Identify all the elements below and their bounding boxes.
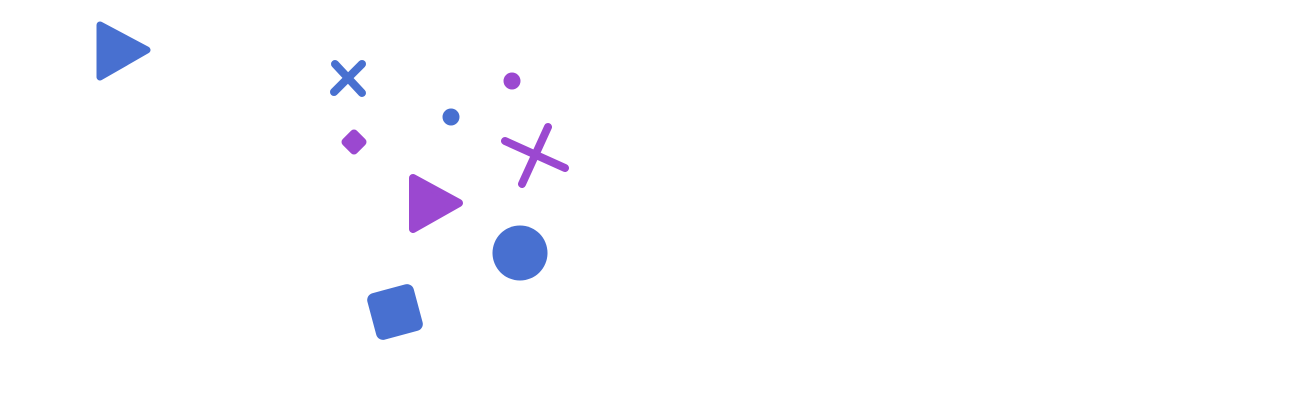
blue-cross-icon (330, 60, 366, 97)
purple-diamond-icon (341, 129, 367, 155)
purple-cross-icon (501, 123, 569, 188)
blue-circle-icon (492, 225, 548, 281)
purple-triangle-icon (409, 174, 463, 233)
blue-triangle-icon (96, 21, 151, 81)
blue-dot-icon (442, 108, 460, 126)
purple-dot-icon (503, 72, 521, 90)
blue-square-icon (367, 284, 423, 340)
